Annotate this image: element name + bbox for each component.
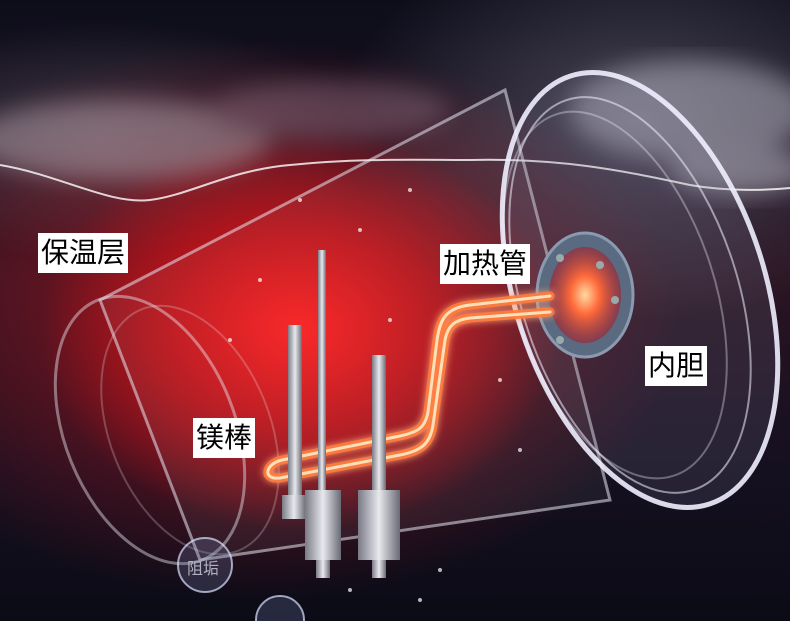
bubble-scale: [177, 537, 233, 593]
bubble-label-scale-prevention: 阻垢: [187, 559, 220, 578]
label-inner-tank: 内胆: [645, 346, 708, 386]
tank-left-end: [53, 294, 247, 566]
tank-end-cap: [499, 70, 781, 510]
water-surface: [0, 158, 790, 202]
magnesium-rods: [282, 250, 400, 578]
steam: [0, 60, 790, 195]
label-magnesium-rod: 镁棒: [193, 418, 256, 458]
label-insulation-layer: 保温层: [38, 233, 129, 273]
label-heating-tube: 加热管: [440, 244, 531, 284]
heating-element: [263, 291, 555, 483]
